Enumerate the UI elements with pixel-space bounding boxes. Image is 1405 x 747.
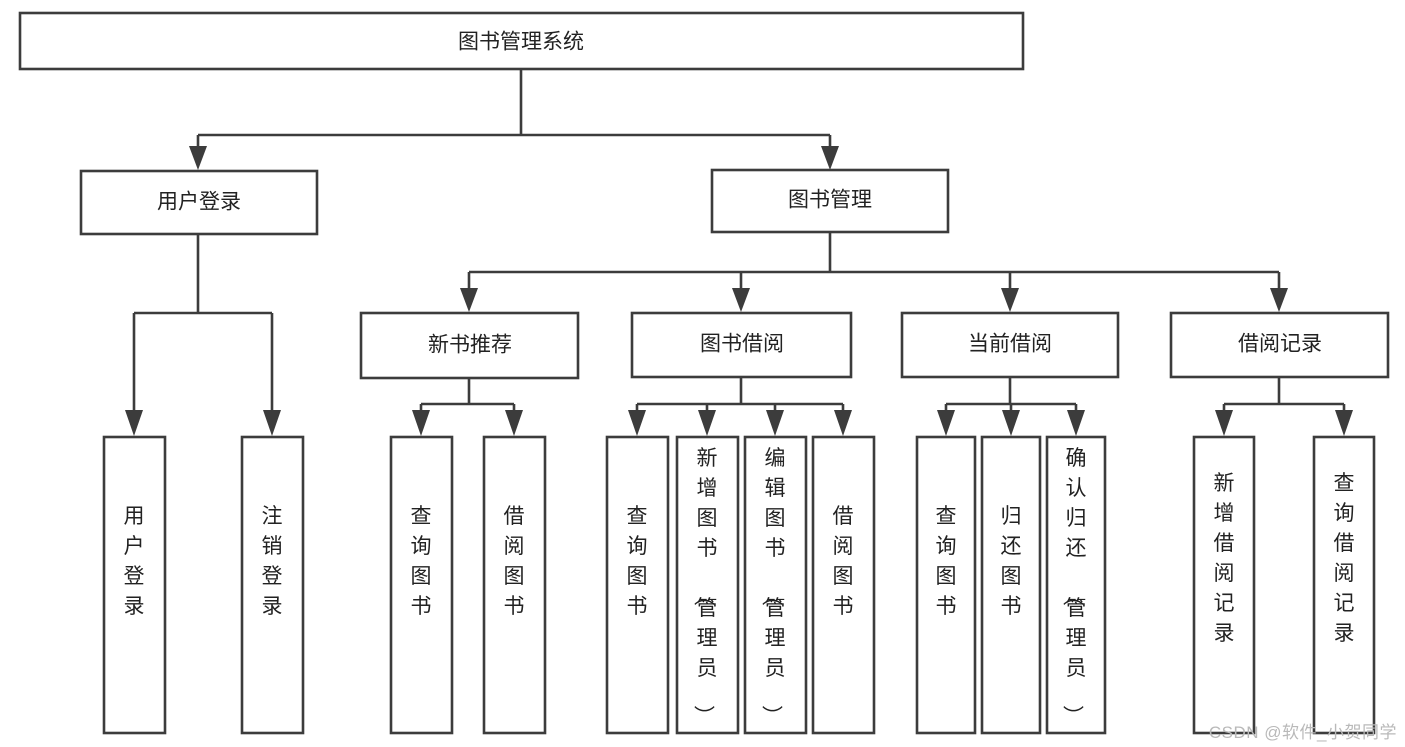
node-user-login-box[interactable] <box>79 169 319 236</box>
node-borrow-record-label: 借阅记录 <box>1238 333 1322 356</box>
node-book-borrow-label: 图书借阅 <box>700 333 784 356</box>
node-current-borrow[interactable]: 当前借阅 <box>900 311 1120 379</box>
node-leaf-confirm-return-label: 确认归还（管理员） <box>1061 447 1087 726</box>
node-leaf-user-login[interactable]: 用户登录 <box>102 435 167 735</box>
node-leaf-query-book-1-box[interactable] <box>389 435 454 735</box>
node-root[interactable]: 图书管理系统 <box>18 11 1025 71</box>
watermark-label: CSDN @软件_小贺同学 <box>1208 723 1397 742</box>
arrow-head-borrow-record <box>1270 288 1288 312</box>
arrow-head-leaf-logout-login <box>263 410 281 436</box>
node-leaf-query-book-2-box[interactable] <box>605 435 670 735</box>
node-leaf-query-book-1[interactable]: 查询图书 <box>389 435 454 735</box>
arrow-head-leaf-user-login <box>125 410 143 436</box>
node-leaf-add-record[interactable]: 新增借阅记录 <box>1192 435 1256 735</box>
node-leaf-logout-login[interactable]: 注销登录 <box>240 435 305 735</box>
node-leaf-edit-book[interactable]: 编辑图书（管理员） <box>743 435 808 735</box>
node-leaf-query-book-2[interactable]: 查询图书 <box>605 435 670 735</box>
node-leaf-borrow-book-1[interactable]: 借阅图书 <box>482 435 547 735</box>
node-book-borrow-box[interactable] <box>630 311 853 379</box>
node-book-borrow[interactable]: 图书借阅 <box>630 311 853 379</box>
arrow-head-book-management <box>821 146 839 170</box>
node-borrow-record-box[interactable] <box>1169 311 1390 379</box>
node-leaf-return-book-box[interactable] <box>980 435 1042 735</box>
arrow-head-leaf-query-book-2 <box>628 410 646 436</box>
node-leaf-query-record[interactable]: 查询借阅记录 <box>1312 435 1376 735</box>
node-leaf-query-record-box[interactable] <box>1312 435 1376 735</box>
arrow-head-leaf-borrow-book-2 <box>834 410 852 436</box>
node-book-management-label: 图书管理 <box>788 189 872 212</box>
node-leaf-borrow-book-2-box[interactable] <box>811 435 876 735</box>
node-leaf-logout-login-label: 注销登录 <box>262 505 283 618</box>
node-leaf-confirm-return[interactable]: 确认归还（管理员） <box>1045 435 1107 735</box>
arrow-head-leaf-borrow-book-1 <box>505 410 523 436</box>
node-user-login[interactable]: 用户登录 <box>79 169 319 236</box>
node-leaf-query-book-1-label: 查询图书 <box>411 505 432 618</box>
arrow-head-current-borrow <box>1001 288 1019 312</box>
node-leaf-borrow-book-2-label: 借阅图书 <box>833 505 854 618</box>
node-root-box[interactable] <box>18 11 1025 71</box>
arrow-head-user-login <box>189 146 207 170</box>
node-new-book-recommend[interactable]: 新书推荐 <box>359 311 580 380</box>
node-new-book-recommend-box[interactable] <box>359 311 580 380</box>
node-leaf-add-book-box[interactable] <box>675 435 740 735</box>
arrow-head-new-book-recommend <box>460 288 478 312</box>
node-leaf-query-record-label: 查询借阅记录 <box>1334 472 1355 645</box>
node-leaf-edit-book-box[interactable] <box>743 435 808 735</box>
node-leaf-borrow-book-1-box[interactable] <box>482 435 547 735</box>
arrow-head-leaf-confirm-return <box>1067 410 1085 436</box>
node-leaf-query-book-3-label: 查询图书 <box>936 505 957 618</box>
arrow-head-leaf-add-book <box>698 410 716 436</box>
node-borrow-record[interactable]: 借阅记录 <box>1169 311 1390 379</box>
node-leaf-edit-book-label: 编辑图书（管理员） <box>760 447 786 726</box>
arrow-head-book-borrow <box>732 288 750 312</box>
node-current-borrow-box[interactable] <box>900 311 1120 379</box>
node-leaf-add-record-label: 新增借阅记录 <box>1214 472 1235 645</box>
arrow-head-leaf-query-record <box>1335 410 1353 436</box>
arrow-head-leaf-edit-book <box>766 410 784 436</box>
arrow-head-leaf-add-record <box>1215 410 1233 436</box>
node-leaf-query-book-3-box[interactable] <box>915 435 977 735</box>
node-leaf-query-book-3[interactable]: 查询图书 <box>915 435 977 735</box>
node-root-label: 图书管理系统 <box>458 31 584 54</box>
node-leaf-confirm-return-box[interactable] <box>1045 435 1107 735</box>
node-leaf-return-book-label: 归还图书 <box>1001 505 1022 618</box>
node-book-management[interactable]: 图书管理 <box>710 168 950 234</box>
node-leaf-add-book-label: 新增图书（管理员） <box>692 447 718 726</box>
node-new-book-recommend-label: 新书推荐 <box>428 334 512 357</box>
node-leaf-borrow-book-2[interactable]: 借阅图书 <box>811 435 876 735</box>
arrow-head-leaf-query-book-3 <box>937 410 955 436</box>
arrow-head-leaf-query-book-1 <box>412 410 430 436</box>
node-leaf-user-login-box[interactable] <box>102 435 167 735</box>
node-leaf-add-record-box[interactable] <box>1192 435 1256 735</box>
node-book-management-box[interactable] <box>710 168 950 234</box>
arrow-head-leaf-return-book <box>1002 410 1020 436</box>
connector-layer <box>125 69 1353 436</box>
node-user-login-label: 用户登录 <box>157 191 241 214</box>
node-leaf-borrow-book-1-label: 借阅图书 <box>504 505 525 618</box>
node-current-borrow-label: 当前借阅 <box>968 333 1052 356</box>
node-leaf-logout-login-box[interactable] <box>240 435 305 735</box>
node-leaf-user-login-label: 用户登录 <box>124 505 145 618</box>
node-leaf-add-book[interactable]: 新增图书（管理员） <box>675 435 740 735</box>
node-leaf-query-book-2-label: 查询图书 <box>627 505 648 618</box>
node-leaf-return-book[interactable]: 归还图书 <box>980 435 1042 735</box>
